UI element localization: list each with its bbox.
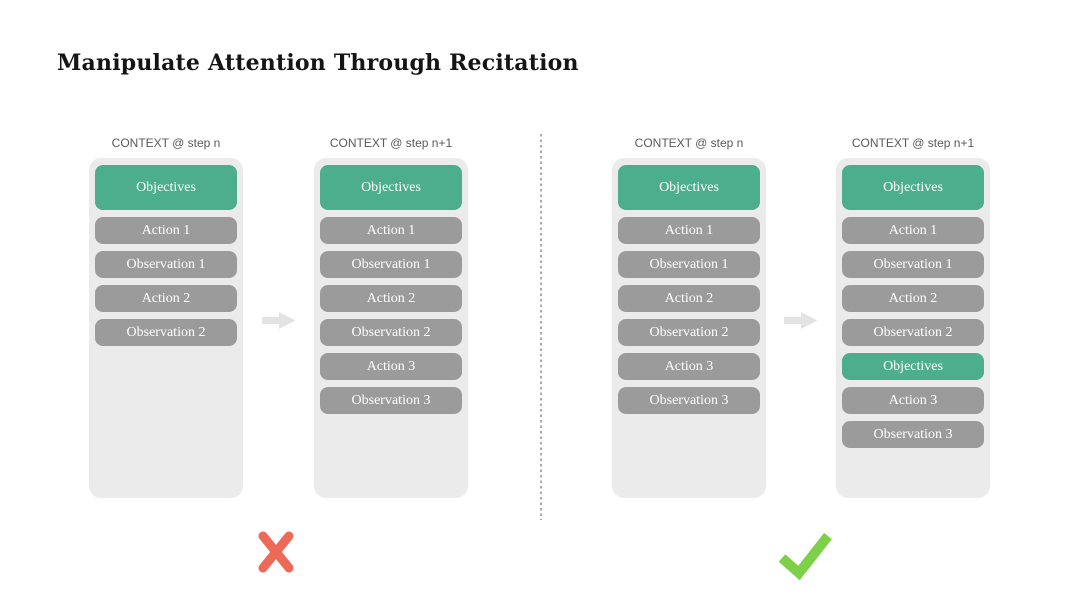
context-item: Observation 1 xyxy=(95,251,237,278)
context-item-objectives: Objectives xyxy=(842,165,984,210)
context-item: Action 1 xyxy=(618,217,760,244)
context-item: Observation 1 xyxy=(618,251,760,278)
arrow-right-icon xyxy=(784,312,818,329)
check-icon xyxy=(778,532,832,580)
context-header: CONTEXT @ step n+1 xyxy=(329,136,453,150)
context-item: Action 1 xyxy=(95,217,237,244)
context-item: Action 2 xyxy=(95,285,237,312)
context-item: Action 3 xyxy=(618,353,760,380)
context-item: Observation 3 xyxy=(842,421,984,448)
context-item: Action 2 xyxy=(842,285,984,312)
cross-icon xyxy=(258,531,294,573)
context-item: Action 3 xyxy=(842,387,984,414)
context-item-objectives: Objectives xyxy=(95,165,237,210)
context-item-objectives: Objectives xyxy=(320,165,462,210)
context-item-objectives: Objectives xyxy=(618,165,760,210)
context-item: Observation 3 xyxy=(320,387,462,414)
context-header: CONTEXT @ step n xyxy=(111,136,221,150)
context-item: Observation 2 xyxy=(618,319,760,346)
context-header: CONTEXT @ step n xyxy=(634,136,744,150)
context-item: Action 1 xyxy=(320,217,462,244)
context-item: Observation 2 xyxy=(320,319,462,346)
context-item-objectives: Objectives xyxy=(842,353,984,380)
section-divider xyxy=(540,134,542,520)
context-item: Action 1 xyxy=(842,217,984,244)
page-title: Manipulate Attention Through Recitation xyxy=(57,50,579,76)
context-item: Observation 2 xyxy=(842,319,984,346)
context-item: Action 2 xyxy=(320,285,462,312)
context-item: Observation 3 xyxy=(618,387,760,414)
context-item: Action 2 xyxy=(618,285,760,312)
context-item: Observation 2 xyxy=(95,319,237,346)
context-header: CONTEXT @ step n+1 xyxy=(851,136,975,150)
arrow-right-icon xyxy=(262,312,296,329)
context-item: Observation 1 xyxy=(842,251,984,278)
context-item: Action 3 xyxy=(320,353,462,380)
context-item: Observation 1 xyxy=(320,251,462,278)
